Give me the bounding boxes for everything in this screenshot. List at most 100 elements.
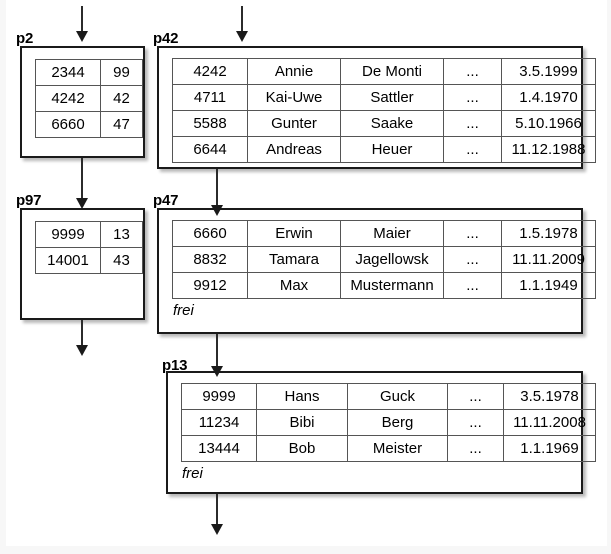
record-last: Jagellowsk — [340, 246, 444, 273]
record-last: Sattler — [340, 84, 444, 111]
record-last: De Monti — [340, 58, 444, 85]
arrow-head-icon — [76, 198, 88, 209]
record-id: 9999 — [181, 383, 257, 410]
record-date: 1.1.1949 — [501, 272, 596, 299]
table-row: 14001 43 — [35, 247, 143, 274]
block-label-p47: p47 — [153, 192, 179, 209]
table-row: 2344 99 — [35, 59, 143, 86]
record-first: Annie — [247, 58, 341, 85]
record-first: Erwin — [247, 220, 341, 247]
record-first: Hans — [256, 383, 348, 410]
record-id: 8832 — [172, 246, 248, 273]
arrow-shaft — [81, 6, 83, 32]
arrow-head-icon — [76, 31, 88, 42]
record-id: 6660 — [172, 220, 248, 247]
arrow-head-icon — [211, 205, 223, 216]
record-last: Maier — [340, 220, 444, 247]
index-pointer: 99 — [100, 59, 143, 86]
index-key: 2344 — [35, 59, 101, 86]
table-row: 4711 Kai-Uwe Sattler ... 1.4.1970 — [172, 84, 596, 111]
record-more: ... — [443, 58, 502, 85]
table-row: 11234 Bibi Berg ... 11.11.2008 — [181, 409, 596, 436]
record-date: 11.12.1988 — [501, 136, 596, 163]
canvas-bottom-margin — [0, 546, 611, 554]
record-id: 11234 — [181, 409, 257, 436]
block-label-p2: p2 — [16, 30, 34, 47]
record-first: Kai-Uwe — [247, 84, 341, 111]
canvas-right-margin — [607, 0, 611, 554]
record-first: Max — [247, 272, 341, 299]
record-more: ... — [443, 136, 502, 163]
table-row: 5588 Gunter Saake ... 5.10.1966 — [172, 110, 596, 137]
record-last: Mustermann — [340, 272, 444, 299]
record-last: Guck — [347, 383, 448, 410]
page-block-p13[interactable]: 9999 Hans Guck ... 3.5.1978 11234 Bibi B… — [166, 371, 596, 494]
record-first: Bibi — [256, 409, 348, 436]
record-more: ... — [447, 409, 504, 436]
record-more: ... — [443, 84, 502, 111]
arrow-shaft — [241, 6, 243, 32]
index-pointer: 43 — [100, 247, 143, 274]
page-block-p97[interactable]: 9999 13 14001 43 — [20, 208, 145, 320]
record-date: 11.11.2009 — [501, 246, 596, 273]
index-pointer: 42 — [100, 85, 143, 112]
record-id: 6644 — [172, 136, 248, 163]
table-row: 6660 Erwin Maier ... 1.5.1978 — [172, 220, 596, 247]
record-first: Andreas — [247, 136, 341, 163]
table-row: 6660 47 — [35, 111, 143, 138]
record-more: ... — [443, 110, 502, 137]
table-row: 9999 13 — [35, 221, 143, 248]
record-last: Meister — [347, 435, 448, 462]
record-more: ... — [443, 220, 502, 247]
index-pointer: 13 — [100, 221, 143, 248]
block-label-p13: p13 — [162, 357, 188, 374]
record-date: 1.4.1970 — [501, 84, 596, 111]
table-row: 13444 Bob Meister ... 1.1.1969 — [181, 435, 596, 462]
record-more: ... — [447, 435, 504, 462]
index-key: 9999 — [35, 221, 101, 248]
record-last: Heuer — [340, 136, 444, 163]
record-date: 1.5.1978 — [501, 220, 596, 247]
page-block-p47[interactable]: 6660 Erwin Maier ... 1.5.1978 8832 Tamar… — [157, 208, 596, 334]
record-date: 3.5.1978 — [503, 383, 596, 410]
arrow-shaft — [216, 169, 218, 206]
page-block-p42[interactable]: 4242 Annie De Monti ... 3.5.1999 4711 Ka… — [157, 46, 596, 169]
free-space-label: frei — [182, 465, 203, 482]
record-id: 13444 — [181, 435, 257, 462]
arrow-shaft — [216, 334, 218, 367]
record-date: 5.10.1966 — [501, 110, 596, 137]
table-row: 6644 Andreas Heuer ... 11.12.1988 — [172, 136, 596, 163]
index-key: 6660 — [35, 111, 101, 138]
block-label-p42: p42 — [153, 30, 179, 47]
data-table-p42: 4242 Annie De Monti ... 3.5.1999 4711 Ka… — [172, 58, 596, 163]
arrow-shaft — [81, 158, 83, 199]
record-id: 5588 — [172, 110, 248, 137]
arrow-head-icon — [76, 345, 88, 356]
data-table-p13: 9999 Hans Guck ... 3.5.1978 11234 Bibi B… — [181, 383, 596, 462]
page-block-p2[interactable]: 2344 99 4242 42 6660 47 — [20, 46, 145, 158]
table-row: 9912 Max Mustermann ... 1.1.1949 — [172, 272, 596, 299]
canvas-left-margin — [0, 0, 6, 554]
record-id: 4242 — [172, 58, 248, 85]
record-date: 3.5.1999 — [501, 58, 596, 85]
arrow-head-icon — [236, 31, 248, 42]
table-row: 4242 42 — [35, 85, 143, 112]
index-key: 14001 — [35, 247, 101, 274]
index-key: 4242 — [35, 85, 101, 112]
record-last: Saake — [340, 110, 444, 137]
table-row: 8832 Tamara Jagellowsk ... 11.11.2009 — [172, 246, 596, 273]
record-first: Bob — [256, 435, 348, 462]
arrow-head-icon — [211, 524, 223, 535]
record-id: 9912 — [172, 272, 248, 299]
record-date: 11.11.2008 — [503, 409, 596, 436]
record-last: Berg — [347, 409, 448, 436]
arrow-shaft — [81, 320, 83, 346]
record-more: ... — [443, 272, 502, 299]
record-id: 4711 — [172, 84, 248, 111]
record-more: ... — [443, 246, 502, 273]
table-row: 4242 Annie De Monti ... 3.5.1999 — [172, 58, 596, 85]
index-table-p2: 2344 99 4242 42 6660 47 — [35, 59, 143, 138]
arrow-head-icon — [211, 366, 223, 377]
record-more: ... — [447, 383, 504, 410]
